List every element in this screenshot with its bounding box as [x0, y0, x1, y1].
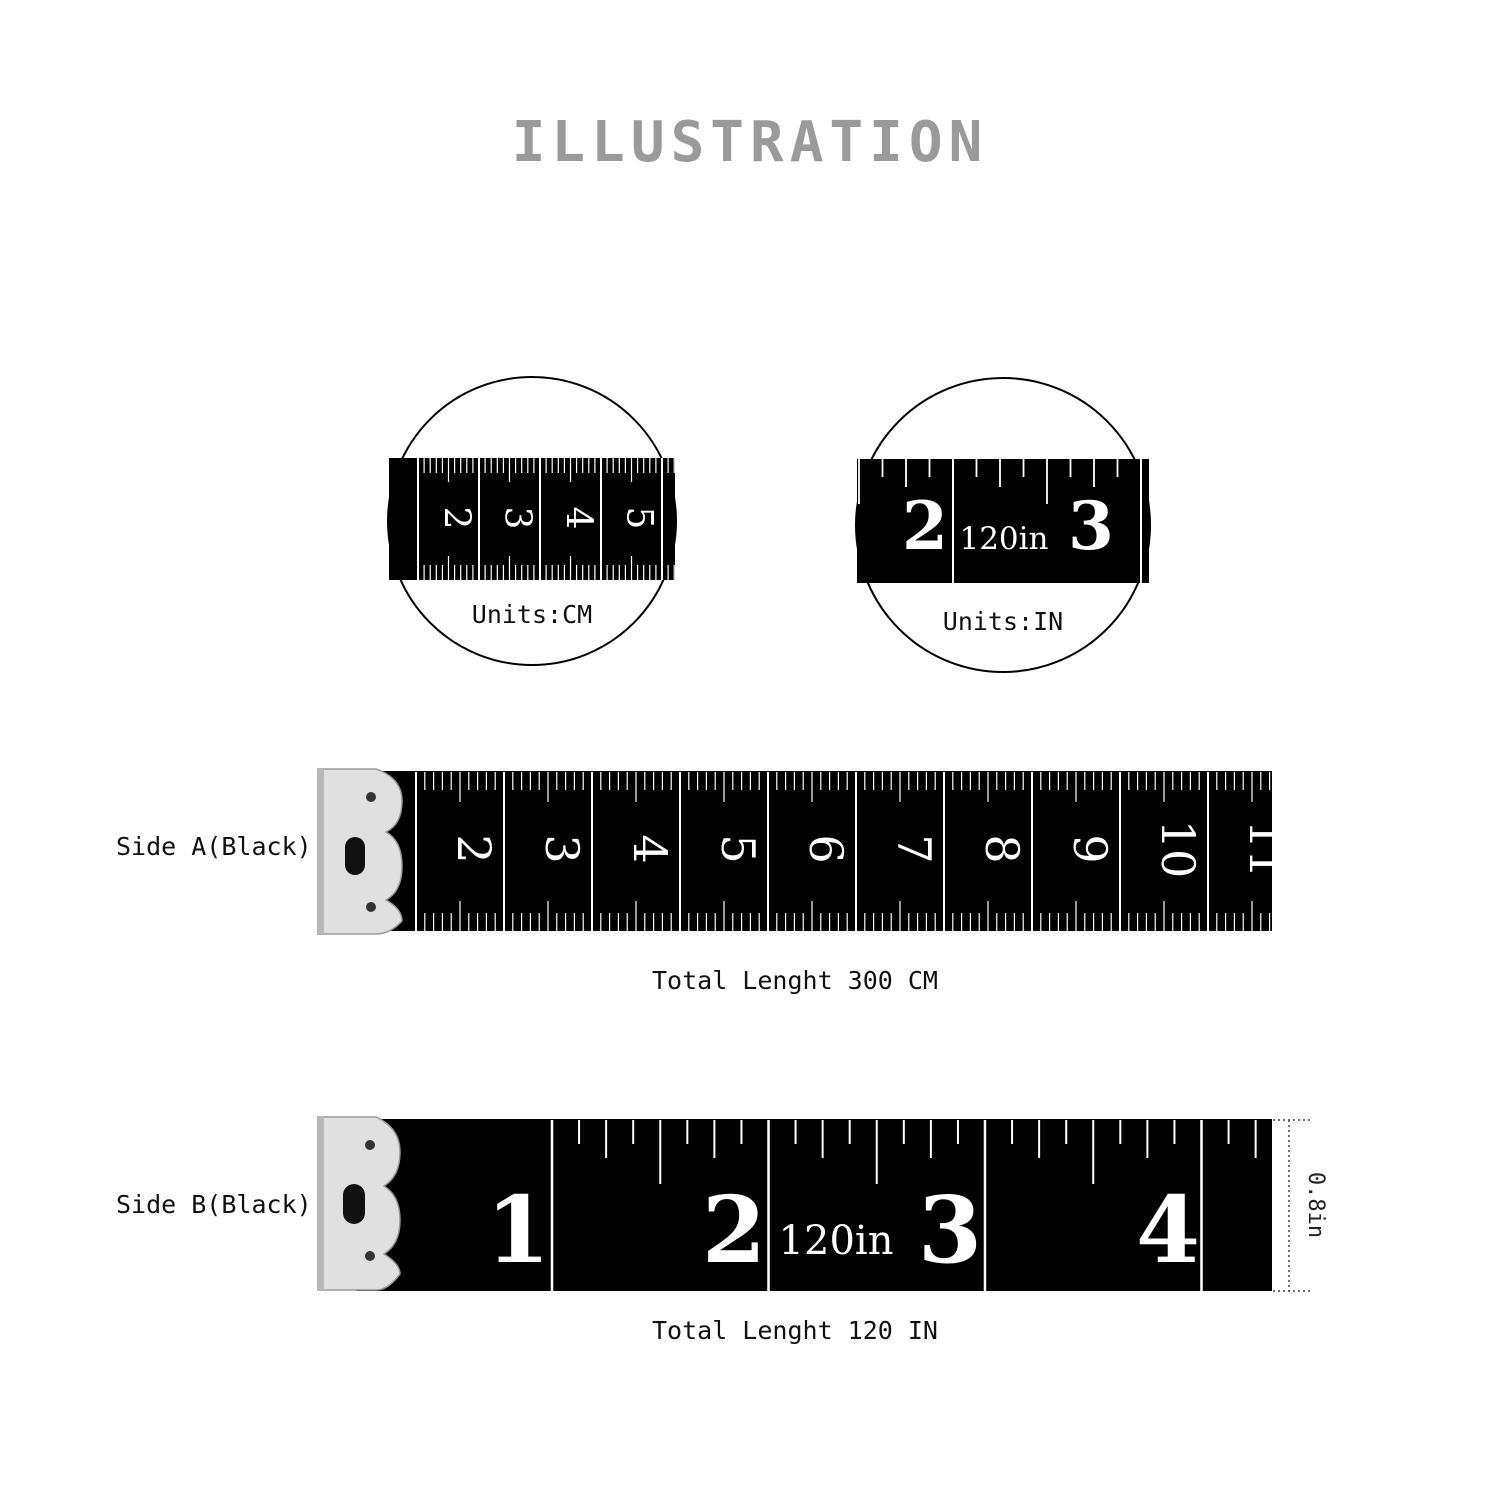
side-b-label: Side B(Black) [116, 1190, 312, 1219]
page-title: ILLUSTRATION [511, 110, 989, 175]
cm-zoom-number-5: 5 [619, 507, 660, 530]
side-a-number: 7 [887, 834, 941, 863]
side-a-number-label: 9 [1063, 834, 1117, 863]
cm-zoom-circle: 2 3 4 5 Units:CM [387, 376, 677, 666]
cm-zoom-tape: 2 3 4 5 [389, 458, 675, 580]
in-units-label: Units:IN [942, 607, 1064, 636]
side-b-brand: 120in [779, 1218, 894, 1264]
width-dimension-label: 0.8in [1303, 1172, 1328, 1238]
in-zoom-number-2: 2 [902, 487, 948, 565]
side-a-number-label: 6 [799, 834, 853, 863]
side-a-number-label: 7 [887, 834, 941, 863]
side-a-number: 8 [975, 834, 1029, 863]
side-b-number-1: 1 [486, 1176, 550, 1284]
side-a-number: 6 [799, 834, 853, 863]
side-a-number-label: 3 [535, 834, 589, 863]
side-b-tape: 1 2 3 4 120in 0.8in [317, 1116, 1328, 1292]
in-zoom-brand: 120in [959, 521, 1048, 557]
side-b-total-length: Total Lenght 120 IN [652, 1316, 938, 1345]
cm-zoom-number: 3 [497, 507, 538, 530]
in-zoom-circle: 2 120in 3 Units:IN [855, 377, 1151, 673]
side-a-number-label: 4 [623, 834, 677, 863]
side-b-number-3: 3 [918, 1176, 982, 1284]
side-a-number-label: 10 [1151, 820, 1205, 879]
side-a-number-label: 5 [711, 834, 765, 863]
cm-units-label: Units:CM [471, 600, 593, 629]
side-a-number: 5 [711, 834, 765, 863]
side-a-number: 3 [535, 834, 589, 863]
side-a-number: 4 [623, 834, 677, 863]
cm-zoom-number-3: 3 [497, 507, 538, 530]
cm-zoom-number: 5 [619, 507, 660, 530]
in-zoom-number-3: 3 [1068, 487, 1114, 565]
in-zoom-tape: 2 120in 3 [857, 459, 1149, 583]
side-a-number: 10 [1151, 820, 1205, 879]
cm-zoom-number: 2 [436, 507, 477, 530]
side-b-number-4: 4 [1136, 1176, 1200, 1284]
cm-zoom-number-2: 2 [436, 507, 477, 530]
side-b-number-2: 2 [702, 1176, 766, 1284]
side-a-number-label: 2 [447, 834, 501, 863]
side-a-tape: 2 3 4 5 6 7 8 9 10 11 [317, 768, 1293, 935]
side-a-number: 11 [1239, 820, 1293, 879]
side-a-number: 2 [447, 834, 501, 863]
cm-zoom-number: 4 [558, 507, 599, 530]
cm-zoom-number-4: 4 [558, 507, 599, 530]
side-a-number: 9 [1063, 834, 1117, 863]
side-a-number-label: 11 [1239, 820, 1293, 879]
side-a-number-label: 8 [975, 834, 1029, 863]
side-a-total-length: Total Lenght 300 CM [652, 966, 938, 995]
side-a-label: Side A(Black) [116, 832, 312, 861]
